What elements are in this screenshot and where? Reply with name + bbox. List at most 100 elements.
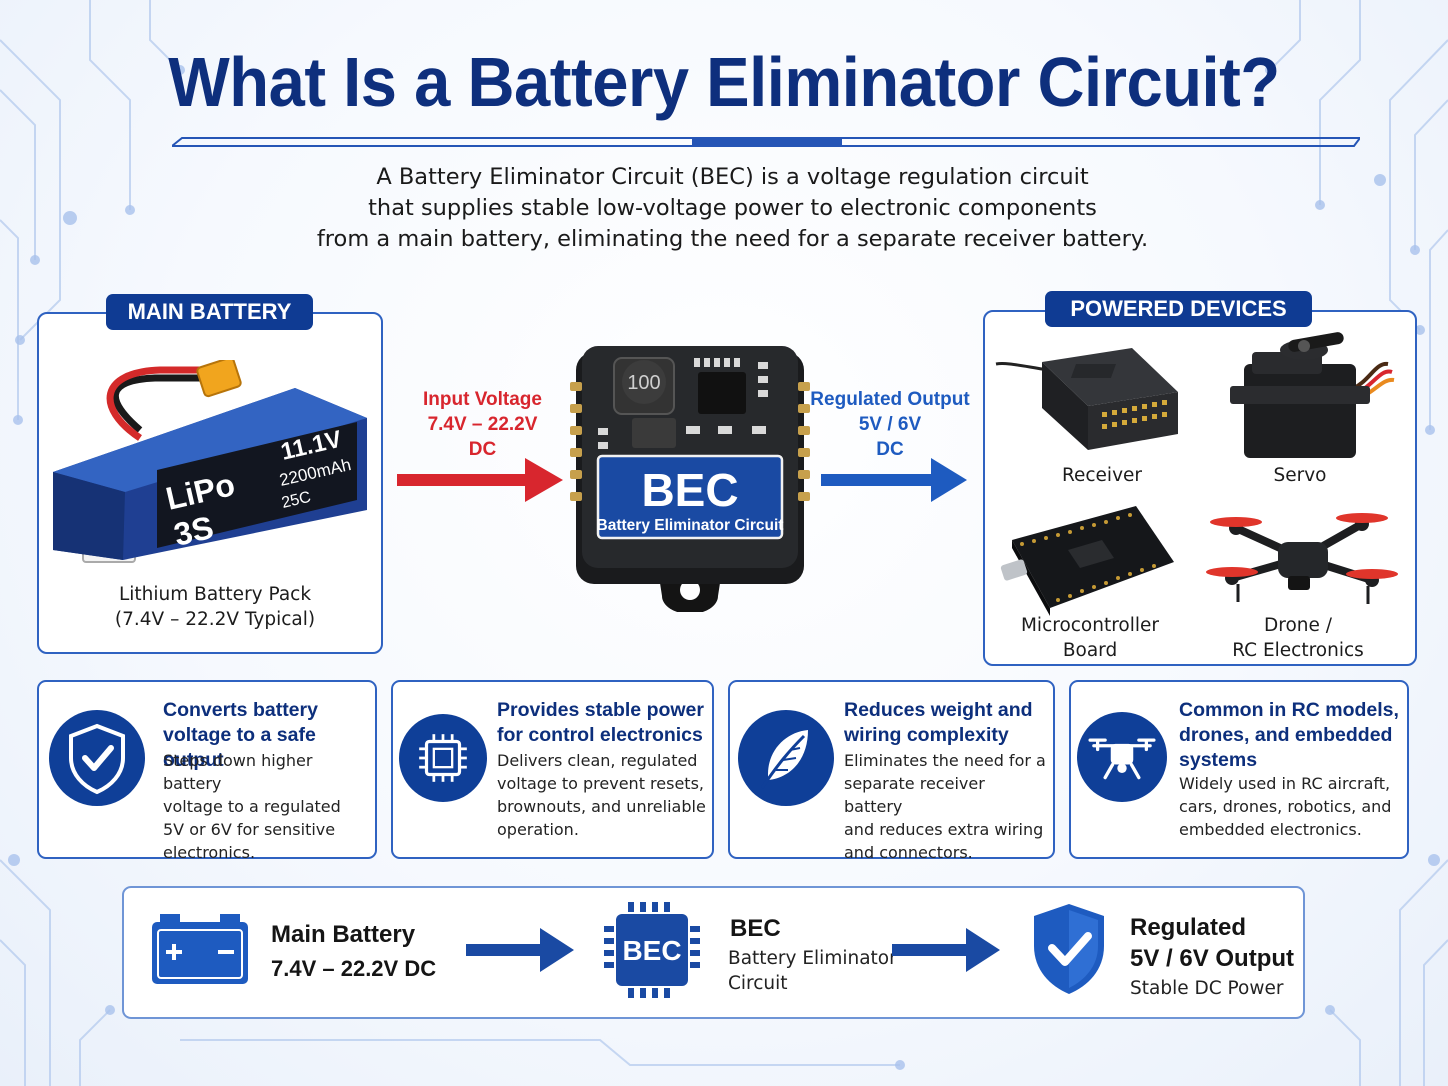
flow-output-title-line: 5V / 6V Output — [1130, 945, 1295, 972]
output-line: Regulated Output — [810, 389, 970, 410]
shield-check-icon — [69, 723, 125, 795]
caption-line: RC Electronics — [1232, 640, 1364, 661]
lipo-battery-illustration: LiPo 3S 11.1V 2200mAh 25C — [53, 360, 367, 563]
battery-icon — [152, 914, 248, 984]
feature-body-line: operation. — [497, 820, 579, 839]
flow-output-sub: Stable DC Power — [1130, 978, 1284, 999]
feature-body-line: and reduces extra wiring — [844, 820, 1044, 839]
feather-icon — [760, 730, 808, 789]
regulated-output-label: Regulated Output 5V / 6V DC — [810, 387, 970, 462]
flow-bec-sub-line: Circuit — [728, 973, 788, 994]
inductor-label: 100 — [627, 372, 660, 394]
feature-body-line: voltage to a regulated — [163, 797, 341, 816]
feature-icon-circle — [399, 714, 487, 802]
output-line: DC — [876, 439, 904, 460]
feature-title-line: systems — [1179, 749, 1258, 771]
feature-body-line: Eliminates the need for a — [844, 751, 1046, 770]
input-arrow-icon — [397, 458, 563, 502]
feature-icon-circle — [1077, 712, 1167, 802]
feature-body: Widely used in RC aircraft, cars, drones… — [1179, 772, 1401, 841]
feature-title: Common in RC models, drones, and embedde… — [1179, 698, 1401, 773]
flow-battery-title: Main Battery — [271, 921, 416, 948]
bec-module-illustration: 100 BEC Battery Eliminator Circuit — [570, 346, 810, 612]
flow-arrow-icon — [466, 928, 574, 972]
bec-module-subtitle: Battery Eliminator Circuit — [597, 517, 784, 534]
intro-paragraph: A Battery Eliminator Circuit (BEC) is a … — [250, 162, 1215, 255]
feature-body-line: voltage to prevent resets, — [497, 774, 704, 793]
feature-body-line: cars, drones, robotics, and — [1179, 797, 1392, 816]
summary-flow-panel: Main Battery 7.4V – 22.2V DC BEC BEC Bat… — [122, 886, 1305, 1019]
intro-line: A Battery Eliminator Circuit (BEC) is a … — [376, 164, 1089, 190]
intro-line: that supplies stable low-voltage power t… — [368, 195, 1097, 221]
flow-output-title-line: Regulated — [1130, 914, 1247, 941]
feature-body: Eliminates the need for a separate recei… — [844, 749, 1047, 864]
caption-line: Microcontroller — [1020, 615, 1160, 636]
microcontroller-illustration — [1000, 506, 1174, 616]
receiver-caption: Receiver — [1032, 463, 1172, 488]
feature-icon-circle — [49, 710, 145, 806]
caption-line: Board — [1062, 640, 1118, 661]
caption-line: Lithium Battery Pack — [118, 584, 312, 605]
drone-caption: Drone / RC Electronics — [1216, 613, 1380, 663]
feature-title-line: Provides stable power — [497, 699, 704, 721]
receiver-illustration — [995, 348, 1178, 450]
feature-title-line: for control electronics — [497, 724, 703, 746]
bec-module-title: BEC — [641, 464, 738, 516]
powered-devices-tab: POWERED DEVICES — [1045, 291, 1312, 327]
feature-title-line: Common in RC models, — [1179, 699, 1399, 721]
feature-title-line: wiring complexity — [844, 724, 1009, 746]
input-voltage-label: Input Voltage 7.4V – 22.2V DC — [400, 387, 565, 462]
title-underline — [172, 137, 1360, 147]
feature-body: Delivers clean, regulated voltage to pre… — [497, 749, 706, 841]
shield-check-icon — [1034, 904, 1104, 994]
bec-chip-icon: BEC — [604, 902, 700, 998]
feature-card-stable-power: Provides stable power for control electr… — [391, 680, 714, 859]
feature-body-line: electronics. — [163, 843, 256, 862]
feature-title-line: Converts battery — [163, 699, 318, 721]
input-line: Input Voltage — [423, 389, 542, 410]
feature-title: Converts battery voltage to a safe outpu… — [163, 698, 369, 773]
output-arrow-icon — [821, 458, 967, 502]
feature-card-weight: Reduces weight and wiring complexity Eli… — [728, 680, 1055, 862]
feature-body-line: embedded electronics. — [1179, 820, 1362, 839]
battery-text-rating: 25C — [280, 489, 312, 512]
feature-card-applications: Common in RC models, drones, and embedde… — [1069, 680, 1409, 859]
battery-text-3s: 3S — [170, 509, 216, 553]
flow-bec-sub: Battery Eliminator Circuit — [728, 946, 897, 996]
feature-body-line: Delivers clean, regulated — [497, 751, 698, 770]
main-battery-tab: MAIN BATTERY — [106, 294, 313, 330]
drone-illustration — [1206, 513, 1398, 604]
microcontroller-caption: Microcontroller Board — [1010, 613, 1170, 663]
output-line: 5V / 6V — [858, 414, 922, 435]
feature-title: Reduces weight and wiring complexity — [844, 698, 1047, 748]
feature-card-safe-output: Converts battery voltage to a safe outpu… — [37, 680, 377, 862]
flow-battery-sub: 7.4V – 22.2V DC — [271, 956, 437, 981]
input-line: 7.4V – 22.2V — [427, 414, 538, 435]
feature-body-line: and connectors. — [844, 843, 973, 862]
feature-title-line: voltage to a safe output — [163, 724, 316, 771]
servo-illustration — [1230, 332, 1395, 458]
caption-line: (7.4V – 22.2V Typical) — [114, 609, 316, 630]
bec-chip-label: BEC — [622, 935, 681, 966]
input-line: DC — [468, 439, 497, 460]
feature-body-line: Steps down higher battery — [163, 751, 313, 793]
feature-title-line: drones, and embedded — [1179, 724, 1393, 746]
intro-line: from a main battery, eliminating the nee… — [316, 226, 1149, 252]
flow-output-title: Regulated 5V / 6V Output — [1130, 912, 1294, 974]
feature-body-line: brownouts, and unreliable — [497, 797, 706, 816]
caption-line: Servo — [1273, 465, 1327, 486]
drone-icon — [1088, 738, 1156, 780]
feature-body-line: Widely used in RC aircraft, — [1179, 774, 1391, 793]
chip-icon — [419, 734, 467, 782]
feature-icon-circle — [738, 710, 834, 806]
flow-arrow-icon — [892, 928, 1000, 972]
feature-body: Steps down higher battery voltage to a r… — [163, 749, 369, 864]
servo-caption: Servo — [1250, 463, 1350, 488]
feature-body-line: 5V or 6V for sensitive — [163, 820, 336, 839]
flow-bec-title: BEC — [730, 915, 781, 942]
caption-line: Drone / — [1264, 615, 1332, 636]
main-battery-caption: Lithium Battery Pack (7.4V – 22.2V Typic… — [60, 582, 370, 632]
caption-line: Receiver — [1061, 465, 1143, 486]
flow-bec-sub-line: Battery Eliminator — [728, 948, 897, 969]
